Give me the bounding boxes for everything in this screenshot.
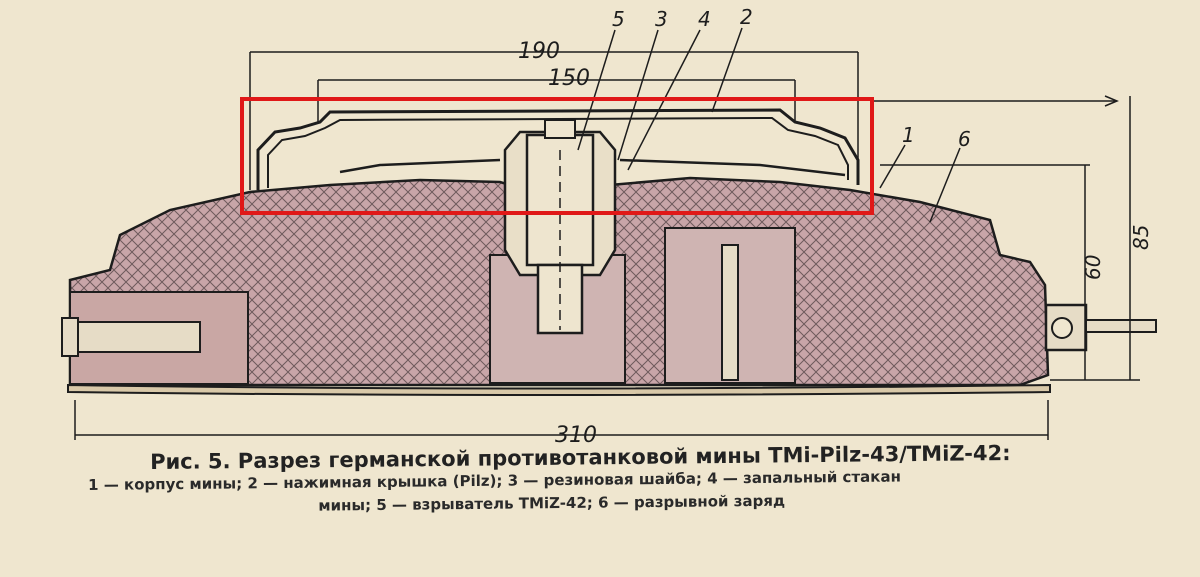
dimension-310: 310: [74, 400, 1049, 448]
dimension-190: 190: [249, 39, 859, 190]
dim-label-150: 150: [548, 66, 590, 91]
dim-label-190: 190: [518, 39, 560, 64]
dimension-heights: 60 85: [870, 95, 1153, 381]
pressure-lid-pilz: [256, 108, 860, 190]
callout-3: 3: [655, 7, 668, 31]
callout-5: 5: [612, 7, 625, 31]
highlight-box: [240, 97, 874, 215]
dim-label-85: 85: [1129, 225, 1153, 250]
callout-1: 1: [902, 123, 915, 147]
callout-4: 4: [698, 7, 711, 31]
callout-2: 2: [740, 5, 753, 29]
callout-6: 6: [958, 127, 971, 151]
dim-label-310: 310: [555, 423, 597, 448]
case-bottom: [67, 383, 1051, 396]
dim-label-60: 60: [1081, 255, 1105, 280]
dimension-150: 150: [317, 66, 796, 122]
